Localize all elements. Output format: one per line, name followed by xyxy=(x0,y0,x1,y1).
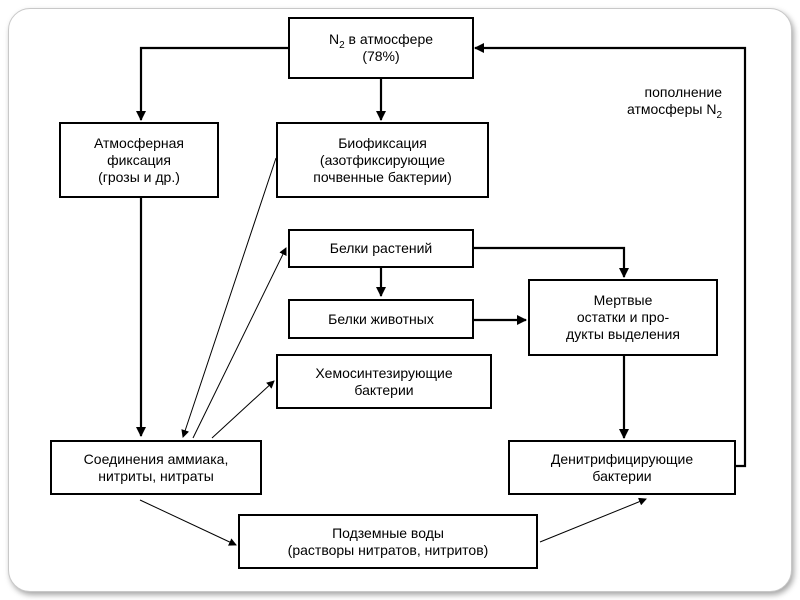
box-animal-proteins-label: Белки животных xyxy=(328,310,434,327)
box-n2-atmosphere: N2 в атмосфере(78%) xyxy=(288,17,474,79)
note-replenishment: пополнение атмосферы N2 xyxy=(580,84,722,121)
box-chemosynthesizing-label: Хемосинтезирующие бактерии xyxy=(315,364,453,398)
arrow-ammonia-to-chemo xyxy=(211,380,275,439)
box-n2-atmosphere-label: N2 в атмосфере(78%) xyxy=(328,31,434,64)
box-ammonia-compounds-label: Соединения аммиака, нитриты, нитраты xyxy=(83,450,229,484)
arrow-groundwater-to-denitrifying xyxy=(539,497,647,543)
arrow-ammonia-to-groundwater xyxy=(139,499,237,546)
box-animal-proteins: Белки животных xyxy=(288,299,474,339)
box-chemosynthesizing: Хемосинтезирующие бактерии xyxy=(276,354,492,409)
box-groundwater-label: Подземные воды (растворы нитратов, нитри… xyxy=(287,524,489,558)
box-plant-proteins-label: Белки растений xyxy=(329,240,433,256)
box-atmospheric-fixation-label: Атмосферная фиксация (грозы и др.) xyxy=(93,134,185,185)
arrow-n2-to-atm-fix xyxy=(136,46,288,121)
box-groundwater: Подземные воды (растворы нитратов, нитри… xyxy=(238,514,538,569)
arrow-biofix-to-ammonia xyxy=(181,157,277,438)
arrow-plant-to-dead xyxy=(474,246,629,278)
box-plant-proteins: Белки растений xyxy=(288,229,474,268)
box-biofixation: Биофиксация (азотфиксирующие почвенные б… xyxy=(276,122,489,198)
box-ammonia-compounds: Соединения аммиака, нитриты, нитраты xyxy=(50,440,262,495)
box-biofixation-label: Биофиксация (азотфиксирующие почвенные б… xyxy=(313,134,452,185)
arrow-ammonia-to-plant xyxy=(192,247,287,439)
note-replenishment-text: пополнение атмосферы N xyxy=(626,84,722,117)
box-denitrifying: Денитрифицирующие бактерии xyxy=(508,440,736,495)
n2-percent: (78%) xyxy=(362,48,400,64)
box-dead-remains-label: Мертвые остатки и про- дукты выделения xyxy=(566,292,680,342)
n2-subscript: 2 xyxy=(339,39,345,51)
box-dead-remains: Мертвые остатки и про- дукты выделения xyxy=(528,279,718,356)
box-atmospheric-fixation: Атмосферная фиксация (грозы и др.) xyxy=(59,122,219,198)
arrow-denitrifying-to-n2 xyxy=(474,43,747,468)
box-denitrifying-label: Денитрифицирующие бактерии xyxy=(550,450,694,484)
n2-rest: в атмосфере xyxy=(344,31,434,47)
note-replenishment-subscript: 2 xyxy=(716,109,722,121)
